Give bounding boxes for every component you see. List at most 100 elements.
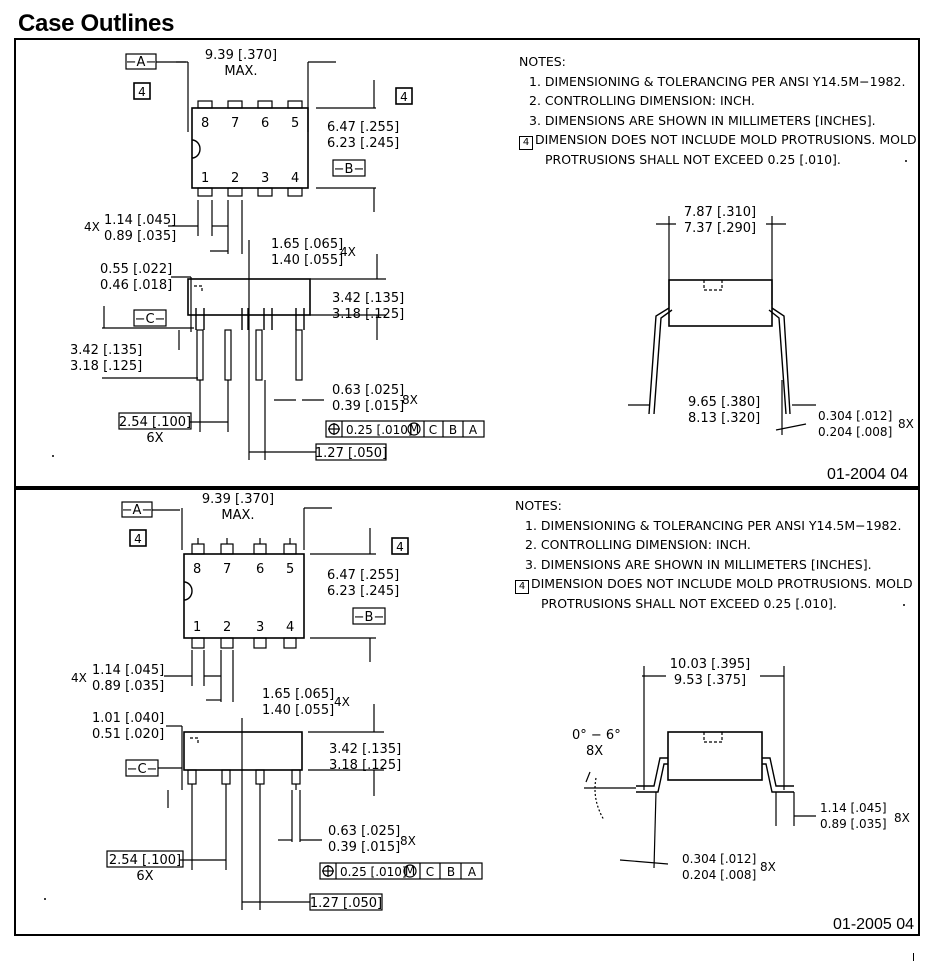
pin-label: 3 (261, 171, 269, 186)
flag-4-label: 4 (400, 90, 408, 104)
datum-c-label: −C− (135, 312, 166, 327)
pin-7-lead (227, 100, 243, 109)
foot-max: 1.14 [.045] (820, 801, 887, 815)
notes-heading: NOTES: (519, 54, 566, 69)
flag-4-label: 4 (134, 532, 142, 546)
lead-pin (295, 329, 303, 381)
shoulder-min: 1.40 [.055] (262, 703, 334, 718)
note-flag-icon: 4 (515, 580, 529, 594)
pin-3-lead (253, 637, 267, 649)
pin-8-lead (197, 100, 213, 109)
flag-4-icon (129, 529, 147, 547)
notes-block: NOTES: 1. DIMENSIONING & TOLERANCING PER… (515, 496, 913, 614)
scan-speck (44, 898, 46, 900)
end-thk-count: 8X (760, 860, 776, 874)
pitch-box (118, 412, 192, 430)
flag-4-icon (391, 537, 409, 555)
pin-1-lead (197, 187, 213, 197)
note-4-cont: PROTRUSIONS SHALL NOT EXCEED 0.25 [.010]… (541, 596, 837, 611)
pin-label: 2 (223, 620, 231, 635)
pin-6-lead (257, 100, 273, 109)
note-4-cont: PROTRUSIONS SHALL NOT EXCEED 0.25 [.010]… (545, 152, 841, 167)
dip-drawing: −A− 4 9.39 [.370] MAX. 8 7 6 5 1 2 3 4 (70, 48, 914, 483)
pin-7-lead (220, 543, 234, 555)
datum-b-label: −B− (334, 162, 365, 177)
lead-thk-max: 0.63 [.025] (332, 383, 404, 398)
end-width-max: 10.03 [.395] (670, 657, 750, 672)
smd-package-panel: NOTES: 1. DIMENSIONING & TOLERANCING PER… (14, 488, 920, 936)
note-flag-icon: 4 (519, 136, 533, 150)
pin-label: 5 (286, 562, 294, 577)
fcf-datum: B (447, 865, 455, 879)
drawing-code: 01-2005 04 (833, 916, 914, 933)
shoulder-min: 1.40 [.055] (271, 253, 343, 268)
length-max-suffix: MAX. (224, 64, 257, 79)
lead-spread-min: 8.13 [.320] (688, 411, 760, 426)
half-pitch-dim: 1.27 [.050] (315, 446, 387, 461)
lead-pin (224, 329, 232, 381)
flag-4-icon (133, 82, 151, 100)
standoff-max: 0.55 [.022] (100, 262, 172, 277)
page-title: Case Outlines (18, 10, 175, 37)
pitch-box (106, 850, 184, 868)
width-max-dim: 6.47 [.255] (327, 568, 399, 583)
length-max-dim: 9.39 [.370] (202, 492, 274, 507)
standoff-min: 0.51 [.020] (92, 727, 164, 742)
datum-b-box (352, 607, 386, 625)
foot-count: 8X (894, 811, 910, 825)
end-thk-min: 0.204 [.008] (818, 425, 892, 439)
note-4: DIMENSION DOES NOT INCLUDE MOLD PROTRUSI… (535, 132, 917, 147)
dip-end-body (668, 279, 773, 327)
smd-top-body (183, 553, 305, 639)
shoulder-count: 4X (340, 245, 356, 259)
pin-5-lead (283, 543, 297, 555)
scan-speck (52, 455, 54, 457)
fcf-tolerance: 0.25 [.010] (346, 423, 413, 437)
lead-length-max: 3.42 [.135] (70, 343, 142, 358)
lead-width-max: 1.14 [.045] (92, 663, 164, 678)
pin-3-lead (257, 187, 273, 197)
lead-thk-min: 0.39 [.015] (328, 840, 400, 855)
fcf-datum: B (449, 423, 457, 437)
drawing-code: 01-2004 04 (827, 466, 908, 483)
shoulder-max: 1.65 [.065] (271, 237, 343, 252)
half-pitch-box (315, 443, 387, 461)
lead-pin (255, 329, 263, 381)
dip-package-panel: NOTES: 1. DIMENSIONING & TOLERANCING PER… (14, 38, 920, 488)
standoff-min: 0.46 [.018] (100, 278, 172, 293)
datum-a-label: −A− (122, 503, 153, 518)
fcf-datum: C (426, 865, 434, 879)
lead-pin (196, 329, 204, 381)
note-3: 3. DIMENSIONS ARE SHOWN IN MILLIMETERS [… (525, 556, 872, 572)
width-max-dim: 6.47 [.255] (327, 120, 399, 135)
pin-2-lead (220, 637, 234, 649)
half-pitch-dim: 1.27 [.050] (310, 896, 382, 911)
lead-pin (291, 769, 301, 785)
height-max: 3.42 [.135] (332, 291, 404, 306)
half-pitch-box (309, 893, 383, 911)
flag-4-label: 4 (396, 540, 404, 554)
height-min: 3.18 [.125] (329, 758, 401, 773)
pin-1-lead (191, 637, 205, 649)
smd-side-body (183, 731, 303, 771)
end-width-max: 7.87 [.310] (684, 205, 756, 220)
flag-4-icon (395, 87, 413, 105)
fcf-datum: A (468, 865, 477, 879)
pin-4-lead (283, 637, 297, 649)
width-min-dim: 6.23 [.245] (327, 136, 399, 151)
length-max-dim: 9.39 [.370] (205, 48, 277, 63)
lead-spread-max: 9.65 [.380] (688, 395, 760, 410)
pin-label: 8 (193, 562, 201, 577)
end-width-min: 7.37 [.290] (684, 221, 756, 236)
width-min-dim: 6.23 [.245] (327, 584, 399, 599)
end-thk-count: 8X (898, 417, 914, 431)
note-4: DIMENSION DOES NOT INCLUDE MOLD PROTRUSI… (531, 576, 913, 591)
lead-width-min: 0.89 [.035] (104, 229, 176, 244)
pin-label: 4 (291, 171, 299, 186)
feature-control-frame (325, 420, 485, 438)
fcf-datum: C (429, 423, 437, 437)
feature-control-frame (319, 862, 483, 880)
lead-width-count: 4X (84, 220, 100, 234)
lead-thk-count: 8X (400, 834, 416, 848)
datum-c-box (133, 309, 167, 327)
